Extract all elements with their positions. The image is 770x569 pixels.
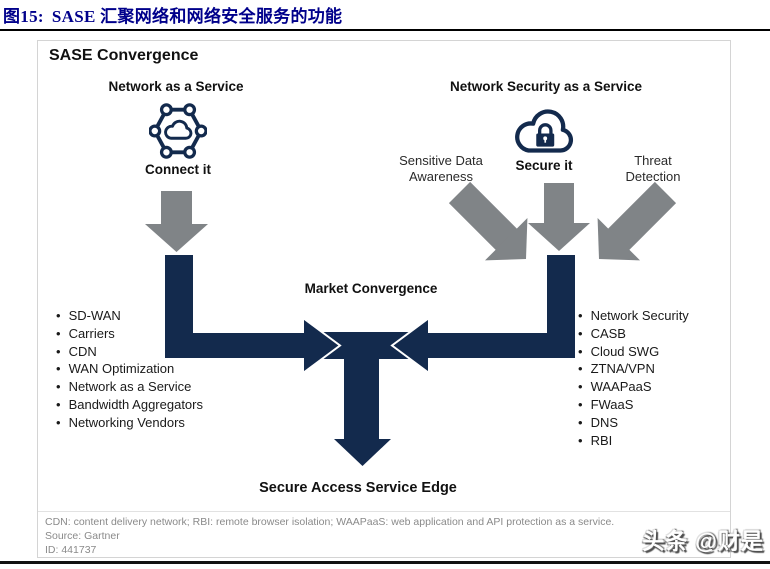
figure-title: SASE 汇聚网络和网络安全服务的功能 bbox=[51, 7, 343, 26]
sase-result-label: Secure Access Service Edge bbox=[259, 480, 457, 496]
secure-flow-arrow bbox=[528, 183, 590, 251]
list-item: Networking Vendors bbox=[56, 414, 203, 432]
source-note: Source: Gartner bbox=[45, 530, 120, 542]
flow-arrows-layer bbox=[145, 181, 677, 466]
list-item: Cloud SWG bbox=[578, 343, 689, 361]
left-branch-header: Network as a Service bbox=[108, 79, 244, 94]
list-item: ZTNA/VPN bbox=[578, 360, 689, 378]
caption-divider bbox=[0, 29, 770, 31]
right-branch-header: Network Security as a Service bbox=[449, 79, 643, 94]
list-item: WAAPaaS bbox=[578, 378, 689, 396]
list-item: CASB bbox=[578, 325, 689, 343]
id-note: ID: 441737 bbox=[45, 544, 97, 556]
right-convergence-arrow bbox=[390, 253, 577, 375]
toutiao-watermark: 头条 @财是 bbox=[642, 529, 764, 554]
sensitive-data-arrow bbox=[448, 181, 528, 261]
figure-bottom-border bbox=[0, 561, 770, 564]
sensitive-data-label: Sensitive Data Awareness bbox=[399, 153, 483, 184]
list-item: RBI bbox=[578, 432, 689, 450]
left-convergence-arrow bbox=[163, 253, 342, 375]
security-services-list: Network Security CASB Cloud SWG ZTNA/VPN… bbox=[578, 307, 689, 449]
threat-detection-label: Threat Detection bbox=[625, 153, 681, 184]
diagram-title: SASE Convergence bbox=[49, 47, 199, 64]
list-item: WAN Optimization bbox=[56, 360, 203, 378]
figure-caption: 图15: SASE 汇聚网络和网络安全服务的功能 bbox=[3, 2, 342, 27]
list-item: CDN bbox=[56, 343, 203, 361]
list-item: Carriers bbox=[56, 325, 203, 343]
diagram-panel: SASE Convergence Network as a Service Co… bbox=[37, 40, 731, 558]
threat-detection-arrow bbox=[597, 181, 677, 261]
list-item: SD-WAN bbox=[56, 307, 203, 325]
network-hexagon-cloud-icon bbox=[149, 103, 207, 159]
secure-it-label: Secure it bbox=[515, 158, 573, 173]
list-item: DNS bbox=[578, 414, 689, 432]
abbreviation-note: CDN: content delivery network; RBI: remo… bbox=[45, 516, 615, 528]
market-convergence-label: Market Convergence bbox=[304, 281, 438, 296]
list-item: Network Security bbox=[578, 307, 689, 325]
network-services-list: SD-WAN Carriers CDN WAN Optimization Net… bbox=[56, 307, 203, 432]
connect-it-label: Connect it bbox=[145, 162, 211, 177]
list-item: Bandwidth Aggregators bbox=[56, 396, 203, 414]
list-item: FWaaS bbox=[578, 396, 689, 414]
figure-number: 图15: bbox=[3, 7, 44, 26]
cloud-lock-icon bbox=[515, 109, 573, 153]
list-item: Network as a Service bbox=[56, 378, 203, 396]
figure-footnotes: CDN: content delivery network; RBI: remo… bbox=[38, 511, 730, 557]
connect-flow-arrow bbox=[145, 191, 208, 252]
